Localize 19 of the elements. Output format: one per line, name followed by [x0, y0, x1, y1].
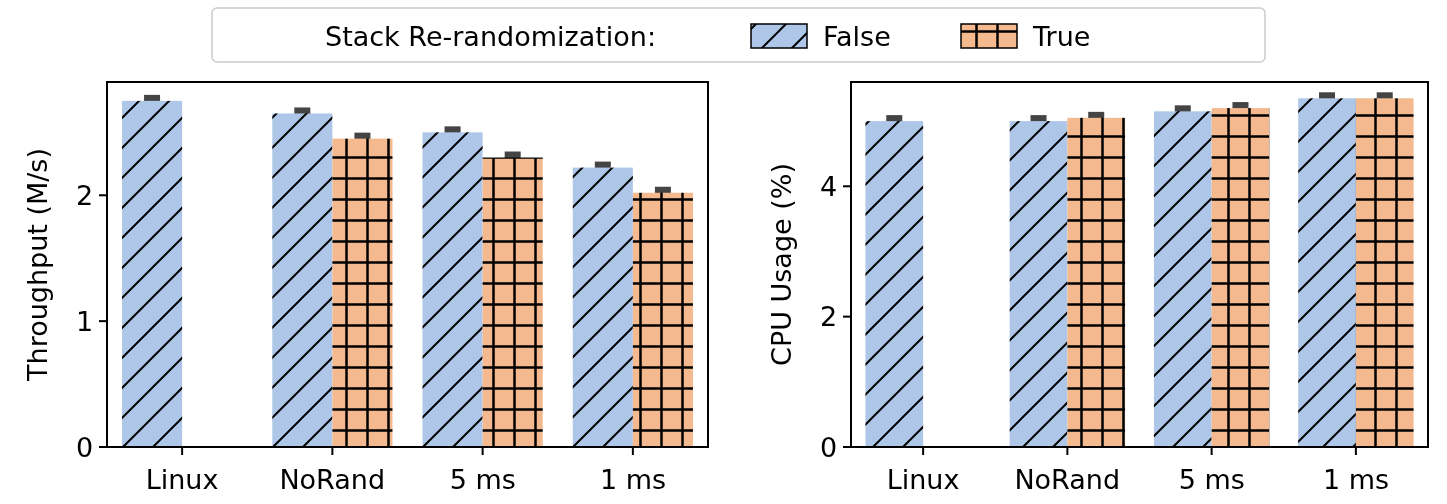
legend-label: False	[823, 22, 891, 50]
tick-label: 0	[820, 433, 838, 461]
axis-label: Throughput (M/s)	[23, 148, 51, 381]
tick-label: 2	[820, 303, 838, 331]
tick-label: Linux	[145, 465, 219, 493]
tick-label: 4	[820, 172, 838, 200]
tick-label: Linux	[886, 465, 960, 493]
axis-label: CPU Usage (%)	[767, 163, 795, 366]
tick-label: 1	[76, 307, 94, 335]
tick-label: NoRand	[279, 465, 386, 493]
tick-label: 1 ms	[1322, 465, 1389, 493]
tick-label: 0	[76, 433, 94, 461]
tick-label: NoRand	[1014, 465, 1121, 493]
tick-label: 1 ms	[599, 465, 666, 493]
tick-label: 2	[76, 181, 94, 209]
legend-title: Stack Re-randomization:	[325, 22, 656, 50]
tick-label: 5 ms	[1178, 465, 1245, 493]
tick-label: 5 ms	[449, 465, 516, 493]
legend-label: True	[1033, 22, 1091, 50]
